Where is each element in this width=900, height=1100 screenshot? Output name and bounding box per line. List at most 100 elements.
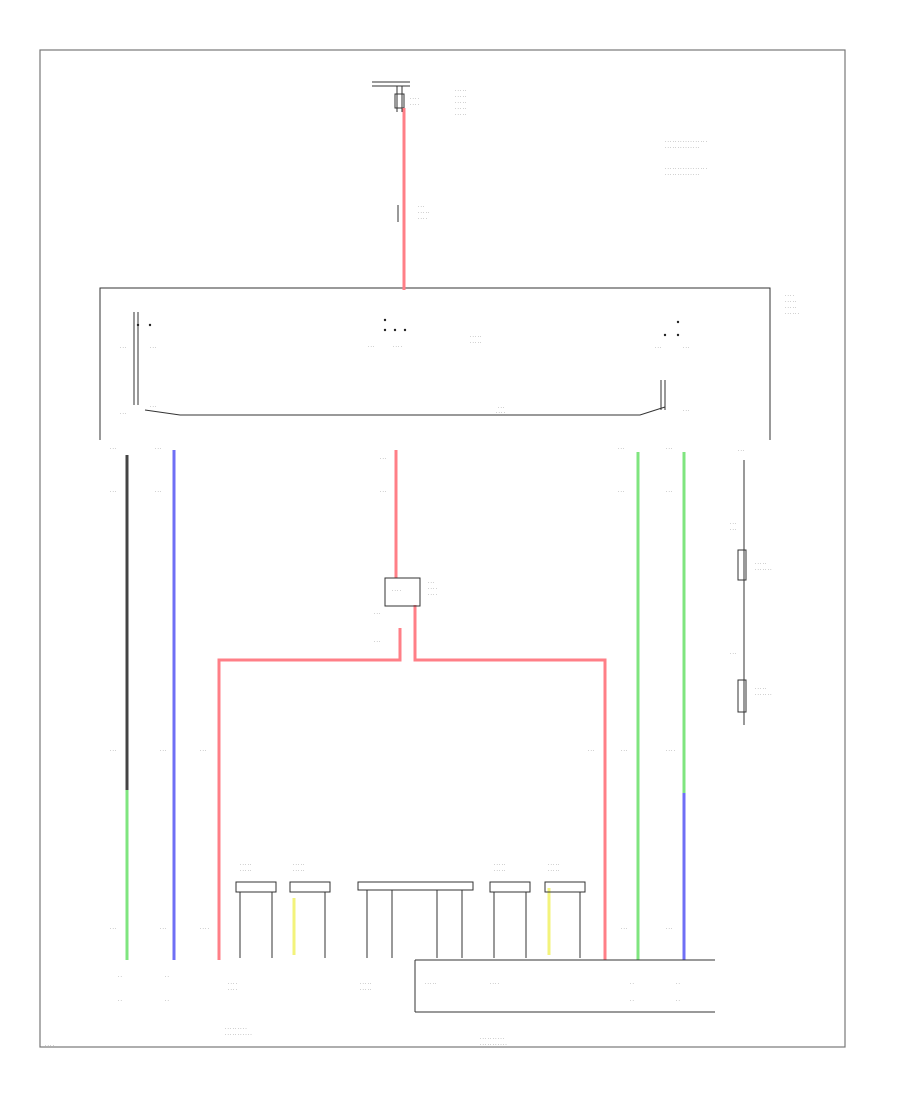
svg-text:· · · · ·: · · · · ·	[470, 340, 481, 345]
svg-text:· · · ·: · · · ·	[785, 293, 794, 298]
svg-text:· · · ·: · · · ·	[410, 102, 419, 107]
svg-text:· · · · · · ·: · · · · · · ·	[755, 567, 772, 572]
left-switch-group: · · · · · · · · · · · ·	[120, 312, 156, 416]
svg-text:· · · · · · · · · · · · · ·: · · · · · · · · · · · · · ·	[665, 172, 699, 177]
svg-text:· · ·: · · ·	[120, 345, 126, 350]
svg-text:· · ·: · · ·	[110, 748, 116, 753]
svg-text:· ·: · ·	[118, 998, 122, 1003]
svg-text:· · · · ·: · · · · ·	[548, 862, 559, 867]
svg-text:· · · · ·: · · · · ·	[494, 868, 505, 873]
svg-text:· · · · · · ·: · · · · · · ·	[755, 692, 772, 697]
fuse-block: · · · · · · · · · · · · · · · · · · · · …	[372, 81, 466, 117]
svg-text:· · ·: · · ·	[618, 489, 624, 494]
svg-text:· · · · · ·: · · · · · ·	[785, 311, 799, 316]
svg-text:· ·: · ·	[676, 998, 680, 1003]
svg-text:· · ·: · · ·	[110, 446, 116, 451]
svg-text:· · ·: · · ·	[621, 748, 627, 753]
diagram-frame	[39, 49, 846, 1048]
left-inner-mirror-motor: · · · · · · · · · ·	[289, 862, 331, 958]
svg-text:· ·: · ·	[630, 981, 634, 986]
svg-text:· · ·: · · ·	[368, 344, 374, 349]
svg-text:· · ·: · · ·	[155, 446, 161, 451]
svg-text:· · · · · · · · · · · · · ·: · · · · · · · · · · · · · ·	[665, 145, 699, 150]
svg-text:· · · · ·: · · · · ·	[470, 334, 481, 339]
svg-text:· · · ·: · · · ·	[228, 987, 237, 992]
svg-text:· · ·: · · ·	[380, 489, 386, 494]
left-branch-wire	[217, 628, 402, 960]
svg-text:· · · · ·: · · · · ·	[240, 862, 251, 867]
svg-text:· · · · ·: · · · · ·	[240, 868, 251, 873]
svg-text:· · · ·: · · · ·	[228, 981, 237, 986]
mirror-switch-assembly: · · · · · · · · · · · · · · · · · · · · …	[99, 287, 799, 440]
svg-text:· · · · ·: · · · · ·	[548, 868, 559, 873]
svg-text:· · ·: · · ·	[380, 456, 386, 461]
svg-text:· · ·: · · ·	[730, 527, 736, 532]
wire-labels: · · · · · · · · · · · · · · · · · · · · …	[110, 446, 744, 931]
svg-text:· · · · · · · · · · · · · · ·: · · · · · · · · · · · · · · · · ·	[665, 139, 707, 144]
left-outer-mirror-motor: · · · · · · · · · ·	[235, 862, 277, 958]
right-outer-mirror-motor: · · · · · · · · · ·	[544, 862, 586, 958]
svg-text:· · ·: · · ·	[738, 448, 744, 453]
right-inner-mirror-motor: · · · · · · · · · ·	[489, 862, 531, 958]
junction-connector: · · · · · · · · · · · · · · · · · · · · …	[374, 577, 437, 644]
svg-text:· · ·: · · ·	[160, 748, 166, 753]
svg-text:· · · · · · · · · · · · · · ·: · · · · · · · · · · · · · · · · ·	[665, 166, 707, 171]
svg-text:· · ·: · · ·	[155, 489, 161, 494]
svg-text:· · · · · · · · · · ·: · · · · · · · · · · ·	[225, 1032, 252, 1037]
svg-text:· · ·: · · ·	[655, 345, 661, 350]
svg-text:· · · ·: · · · ·	[496, 410, 505, 415]
svg-text:· ·: · ·	[630, 998, 634, 1003]
svg-text:· · · ·: · · · ·	[428, 592, 437, 597]
svg-text:· · ·: · · ·	[374, 639, 380, 644]
svg-text:· · · ·: · · · ·	[45, 1043, 54, 1048]
svg-text:· · ·: · · ·	[160, 926, 166, 931]
right-branch-wire	[413, 605, 607, 960]
svg-text:· · · · ·: · · · · ·	[785, 299, 796, 304]
wires	[125, 108, 686, 960]
svg-text:· · · ·: · · · ·	[410, 96, 419, 101]
svg-text:· · ·: · · ·	[428, 580, 434, 585]
svg-text:· · · ·: · · · ·	[392, 588, 401, 593]
svg-text:· · · · ·: · · · · ·	[455, 106, 466, 111]
svg-text:· · ·: · · ·	[150, 404, 156, 409]
svg-text:· · · · ·: · · · · ·	[455, 88, 466, 93]
svg-text:· · · ·: · · · ·	[200, 926, 209, 931]
svg-text:· · ·: · · ·	[418, 204, 424, 209]
bottom-connectors: · · · · · · · · · · · · · · · · · · · · …	[45, 959, 715, 1048]
svg-text:· · ·: · · ·	[120, 411, 126, 416]
center-heater-block	[357, 881, 474, 958]
svg-text:· · · · · · · · · · ·: · · · · · · · · · · ·	[480, 1042, 507, 1047]
svg-text:· · · · ·: · · · · ·	[293, 868, 304, 873]
svg-text:· · · · ·: · · · · ·	[360, 981, 371, 986]
svg-text:· · · · ·: · · · · ·	[360, 987, 371, 992]
legend-notes: · · · · · · · · · · · · · · · · · · · · …	[665, 139, 707, 177]
svg-text:· · · ·: · · · ·	[490, 981, 499, 986]
svg-text:· · ·: · · ·	[621, 926, 627, 931]
svg-text:· · ·: · · ·	[666, 489, 672, 494]
svg-text:· ·: · ·	[118, 974, 122, 979]
svg-text:· · · ·: · · · ·	[418, 216, 427, 221]
svg-text:· · ·: · · ·	[730, 651, 736, 656]
svg-text:· · ·: · · ·	[588, 748, 594, 753]
svg-text:· ·: · ·	[676, 981, 680, 986]
svg-text:· · · · ·: · · · · ·	[494, 862, 505, 867]
center-switch-group: · · · · · · · · · · · · · · · · ·	[368, 318, 481, 349]
svg-text:· · · · ·: · · · · ·	[455, 112, 466, 117]
svg-text:· · ·: · · ·	[150, 345, 156, 350]
svg-text:· · · · ·: · · · · ·	[755, 686, 766, 691]
svg-text:· · · ·: · · · ·	[666, 748, 675, 753]
svg-text:· · · ·: · · · ·	[428, 586, 437, 591]
right-switch-group: · · · · · · · · ·	[655, 320, 689, 413]
svg-text:· · ·: · · ·	[730, 521, 736, 526]
svg-text:· · · · · · · · ·: · · · · · · · · ·	[225, 1026, 247, 1031]
svg-text:· · · · ·: · · · · ·	[418, 210, 429, 215]
svg-text:· · ·: · · ·	[683, 408, 689, 413]
svg-text:· · · · ·: · · · · ·	[425, 981, 436, 986]
svg-text:· · · · ·: · · · · ·	[455, 100, 466, 105]
svg-text:· · · · · · · · · ·: · · · · · · · · · ·	[480, 1036, 504, 1041]
svg-text:· · · · ·: · · · · ·	[755, 561, 766, 566]
svg-text:· · ·: · · ·	[498, 405, 504, 410]
svg-text:· · ·: · · ·	[200, 748, 206, 753]
svg-text:· · · · ·: · · · · ·	[293, 862, 304, 867]
